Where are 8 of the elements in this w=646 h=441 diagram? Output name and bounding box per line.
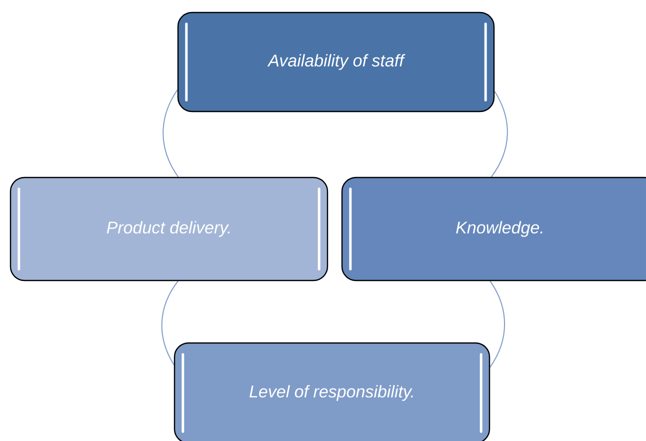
connector-arc <box>490 90 508 178</box>
connector-arc <box>162 89 179 178</box>
process-box: Level of responsibility. <box>174 342 490 441</box>
process-box: Knowledge. <box>341 176 646 282</box>
connector-arc <box>161 280 178 366</box>
process-box: Availability of staff <box>177 12 495 112</box>
process-box: Product delivery. <box>10 176 328 282</box>
connector-arc <box>490 280 506 368</box>
